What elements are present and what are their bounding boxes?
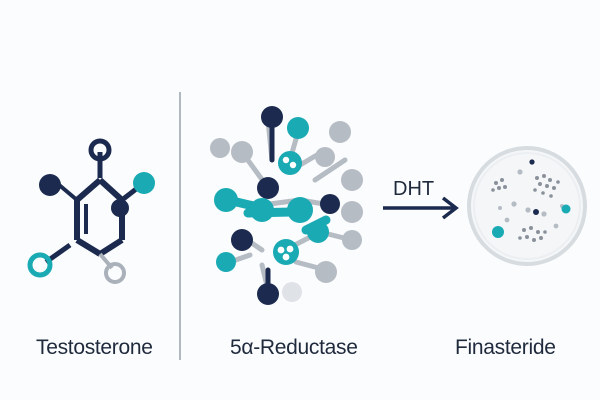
right-arrow-icon bbox=[383, 196, 459, 220]
petri-dish-icon bbox=[467, 146, 587, 266]
enzyme-label: 5α-Reductase bbox=[230, 336, 358, 359]
testosterone-molecule-icon bbox=[27, 138, 155, 284]
dht-label: DHT bbox=[393, 178, 435, 200]
finasteride-label: Finasteride bbox=[455, 336, 556, 359]
testosterone-label: Testosterone bbox=[36, 336, 153, 359]
enzyme-cluster-icon bbox=[210, 106, 363, 305]
